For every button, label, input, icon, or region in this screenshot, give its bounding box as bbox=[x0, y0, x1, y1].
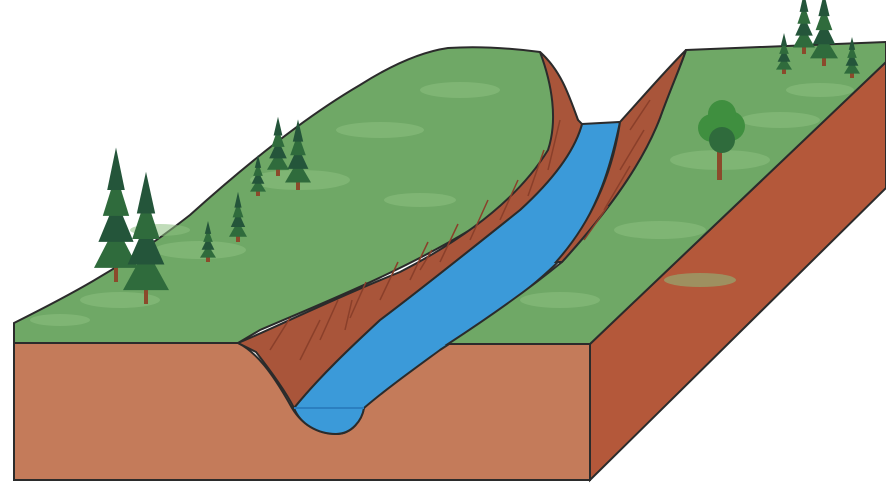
conifer-tree bbox=[793, 0, 815, 54]
grass-patch bbox=[740, 112, 820, 128]
grass-patch bbox=[786, 83, 854, 97]
grass-patch bbox=[154, 241, 246, 259]
grass-patch bbox=[614, 221, 706, 239]
grass-patch bbox=[336, 122, 424, 138]
grass-patch bbox=[520, 292, 600, 308]
grass-patch bbox=[384, 193, 456, 207]
grass-patch bbox=[664, 273, 736, 287]
grass-patch bbox=[30, 314, 90, 326]
grass-patch bbox=[420, 82, 500, 98]
conifer-tree bbox=[810, 0, 838, 66]
